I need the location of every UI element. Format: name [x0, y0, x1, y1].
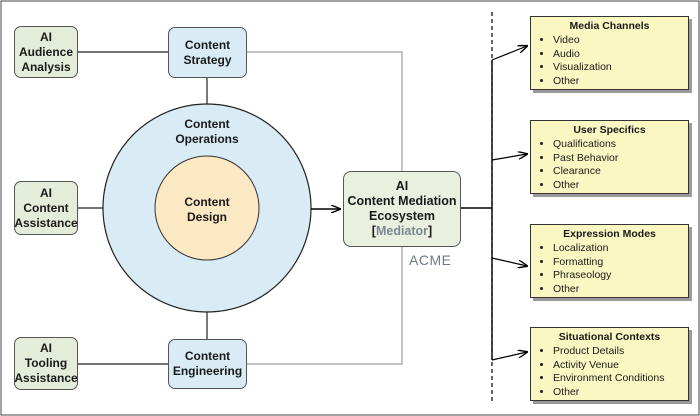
list-item: Other [553, 179, 680, 193]
content-operations-label: Content Operations [157, 117, 257, 147]
content-engineering-box: Content Engineering [168, 339, 247, 389]
user-specifics-list: Qualifications Past Behavior Clearance O… [539, 138, 680, 192]
label-line: Operations [175, 132, 239, 146]
ai-audience-analysis-box: AI Audience Analysis [14, 26, 78, 78]
list-item: Formatting [553, 256, 680, 270]
user-specifics-title: User Specifics [573, 124, 646, 136]
bracket-open: [ [371, 224, 376, 238]
list-item: Other [553, 75, 680, 89]
situational-contexts-list: Product Details Activity Venue Environme… [539, 345, 680, 399]
content-strategy-box: Content Strategy [168, 27, 247, 78]
box-line: Strategy [183, 52, 232, 67]
box-line: AI [40, 341, 52, 355]
content-design-label: Content Design [167, 195, 247, 225]
box-line: Analysis [21, 59, 71, 74]
label-line: Content [184, 195, 230, 209]
list-item: Other [553, 283, 680, 297]
list-item: Visualization [553, 61, 680, 75]
box-line: Engineering [172, 364, 243, 378]
bus-to-situational-arrow [491, 352, 527, 361]
bus-to-expression-arrow [491, 257, 527, 266]
media-channels-box: Media Channels Video Audio Visualization… [530, 16, 689, 90]
content-design-circle [154, 155, 260, 261]
box-line: Content [184, 349, 231, 363]
list-item: Audio [553, 48, 680, 62]
list-item: Past Behavior [553, 152, 680, 166]
box-line: Audience [18, 44, 73, 59]
list-item: Localization [553, 242, 680, 256]
acme-label: ACME [409, 252, 452, 268]
central-line-2: Content Mediation [347, 194, 457, 208]
central-line-1: AI [395, 179, 409, 193]
strategy-to-central-line [247, 51, 403, 171]
list-item: Video [553, 34, 680, 48]
list-item: Other [553, 386, 680, 400]
list-item: Phraseology [553, 269, 680, 283]
mediator-label: Mediator [375, 224, 429, 238]
label-line: Design [186, 210, 227, 224]
box-line: Assistance [14, 371, 78, 385]
expression-modes-box: Expression Modes Localization Formatting… [530, 224, 689, 298]
box-line: Content [23, 200, 69, 215]
situational-contexts-title: Situational Contexts [558, 331, 661, 343]
bus-to-user-arrow [491, 154, 527, 161]
ai-content-assistance-box: AI Content Assistance [14, 181, 78, 235]
box-line: Content [184, 37, 231, 52]
label-line: Content [184, 117, 230, 131]
list-item: Qualifications [553, 138, 680, 152]
bus-to-media-arrow [491, 46, 527, 61]
media-channels-title: Media Channels [569, 20, 650, 32]
list-item: Product Details [553, 345, 680, 359]
engineering-to-central-line [247, 247, 403, 365]
user-specifics-box: User Specifics Qualifications Past Behav… [530, 120, 689, 194]
bracket-close: ] [428, 224, 433, 238]
box-line: Assistance [14, 215, 78, 230]
central-line-3: Ecosystem [368, 209, 435, 223]
box-line: AI [40, 29, 52, 44]
expression-modes-list: Localization Formatting Phraseology Othe… [539, 242, 680, 296]
expression-modes-title: Expression Modes [563, 228, 656, 240]
list-item: Clearance [553, 165, 680, 179]
list-item: Environment Conditions [553, 372, 680, 386]
ai-tooling-assistance-box: AI Tooling Assistance [14, 337, 78, 390]
list-item: Activity Venue [553, 359, 680, 373]
situational-contexts-box: Situational Contexts Product Details Act… [530, 327, 689, 401]
box-line: Tooling [24, 356, 68, 370]
mediator-line: [Mediator] [372, 224, 432, 239]
box-line: AI [40, 185, 52, 200]
ai-content-mediation-ecosystem-box: AI Content Mediation Ecosystem [Mediator… [343, 171, 461, 247]
media-channels-list: Video Audio Visualization Other [539, 34, 680, 88]
